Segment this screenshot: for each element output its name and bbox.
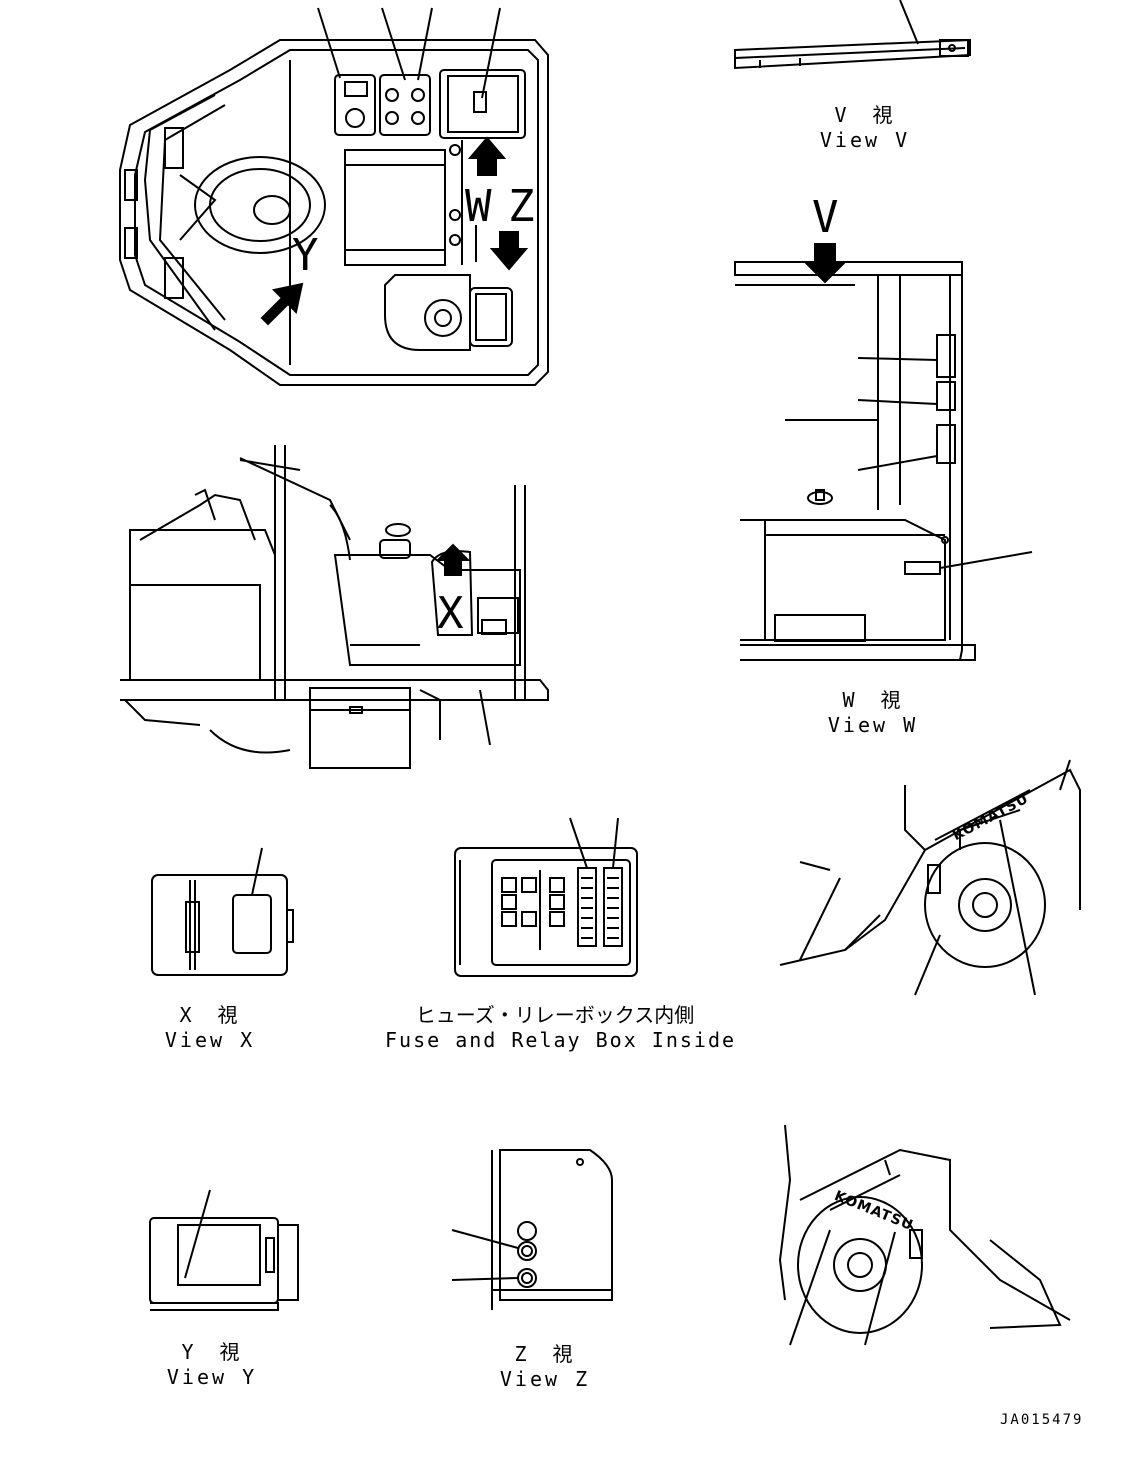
fuse-box-caption-jp: ヒューズ・リレーボックス内側 xyxy=(415,1003,695,1027)
view-z-drawing xyxy=(451,1149,613,1310)
view-v-caption-jp: V 視 xyxy=(834,103,896,127)
loader-side-view-right xyxy=(779,759,1081,996)
view-z-caption-jp: Z 視 xyxy=(514,1342,576,1366)
fuse-box-caption-en: Fuse and Relay Box Inside xyxy=(385,1028,737,1052)
drawing-code: JA015479 xyxy=(1000,1412,1084,1428)
view-w-caption-jp: W 視 xyxy=(842,688,904,712)
arrow-letter-z: Z xyxy=(508,181,535,232)
cab-side-view xyxy=(120,445,549,769)
view-y-caption-jp: Y 視 xyxy=(181,1340,243,1364)
cab-top-view xyxy=(119,7,549,386)
view-w-caption-en: View W xyxy=(827,713,919,737)
loader-side-view-left xyxy=(778,1124,1071,1346)
arrow-letter-y: Y xyxy=(292,230,319,281)
view-v-drawing xyxy=(734,0,971,70)
arrow-letter-v: V xyxy=(812,192,839,243)
view-y-drawing xyxy=(149,1189,299,1311)
view-w-drawing xyxy=(734,243,1033,661)
view-v-caption-en: View V xyxy=(819,128,911,152)
view-x-caption-jp: X 視 xyxy=(179,1003,241,1027)
fuse-relay-box-drawing xyxy=(454,817,638,977)
arrow-letter-w: W xyxy=(465,181,492,232)
view-x-drawing xyxy=(151,847,294,976)
view-x-caption-en: View X xyxy=(164,1028,256,1052)
view-z-caption-en: View Z xyxy=(499,1367,591,1391)
view-y-caption-en: View Y xyxy=(166,1365,258,1389)
arrow-letter-x: X xyxy=(437,588,464,639)
